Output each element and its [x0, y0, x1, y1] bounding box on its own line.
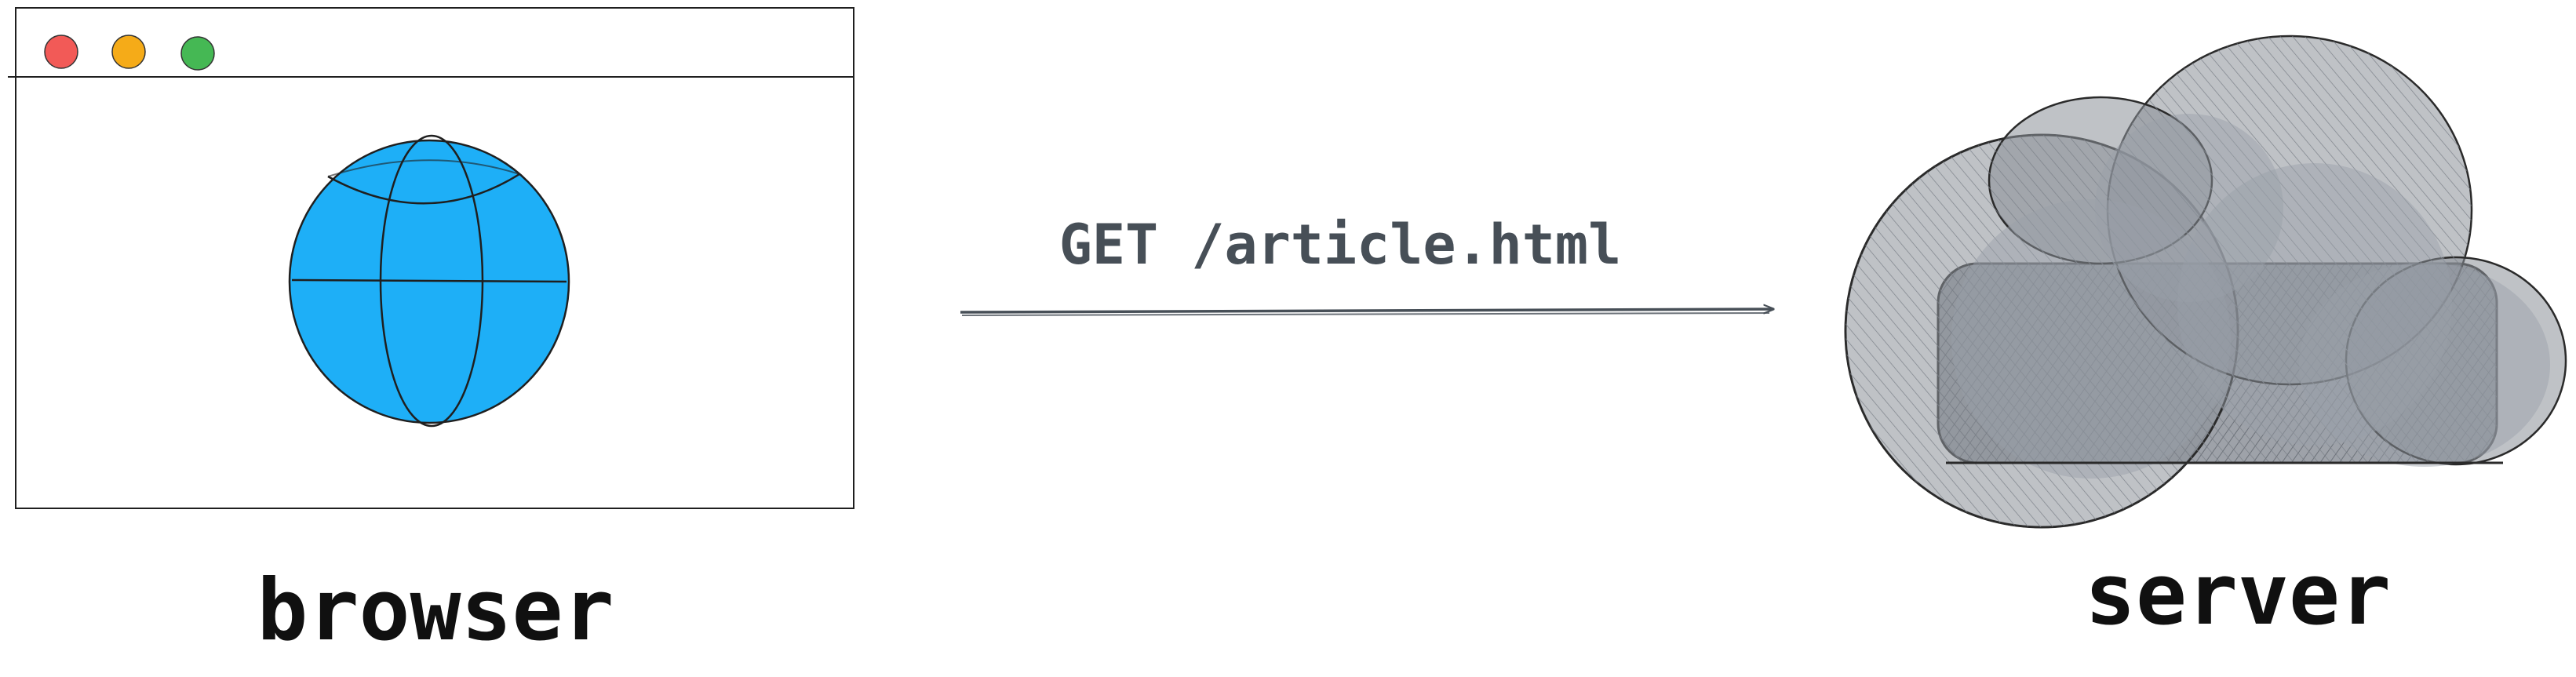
close-dot-icon	[44, 35, 78, 69]
server-label: server	[2085, 546, 2391, 644]
globe-icon	[288, 134, 570, 428]
browser-window	[8, 7, 854, 509]
request-arrow	[960, 309, 1773, 316]
maximize-dot-icon	[180, 36, 215, 71]
browser-label: browser	[257, 562, 614, 660]
cloud-icon	[1844, 35, 2567, 529]
minimize-dot-icon	[111, 35, 146, 69]
request-label: GET /article.html	[1059, 213, 1621, 277]
